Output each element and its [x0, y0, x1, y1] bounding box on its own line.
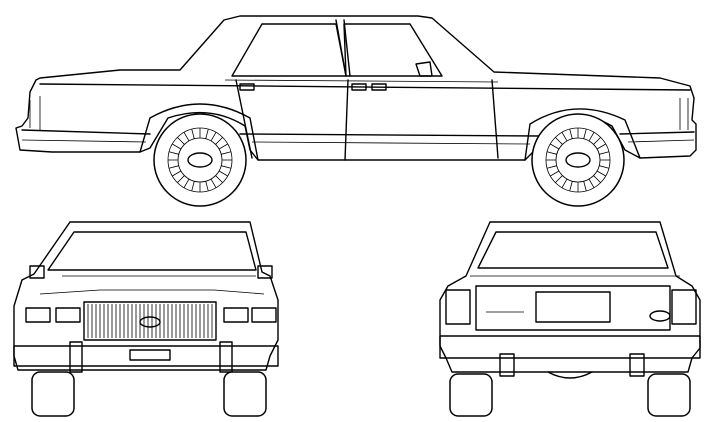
- front-wheel-side: [153, 113, 247, 207]
- car-side-view: [15, 15, 697, 207]
- car-rear-view: [439, 221, 701, 417]
- rear-wheel-side: [531, 113, 625, 207]
- car-front-view: [13, 221, 279, 417]
